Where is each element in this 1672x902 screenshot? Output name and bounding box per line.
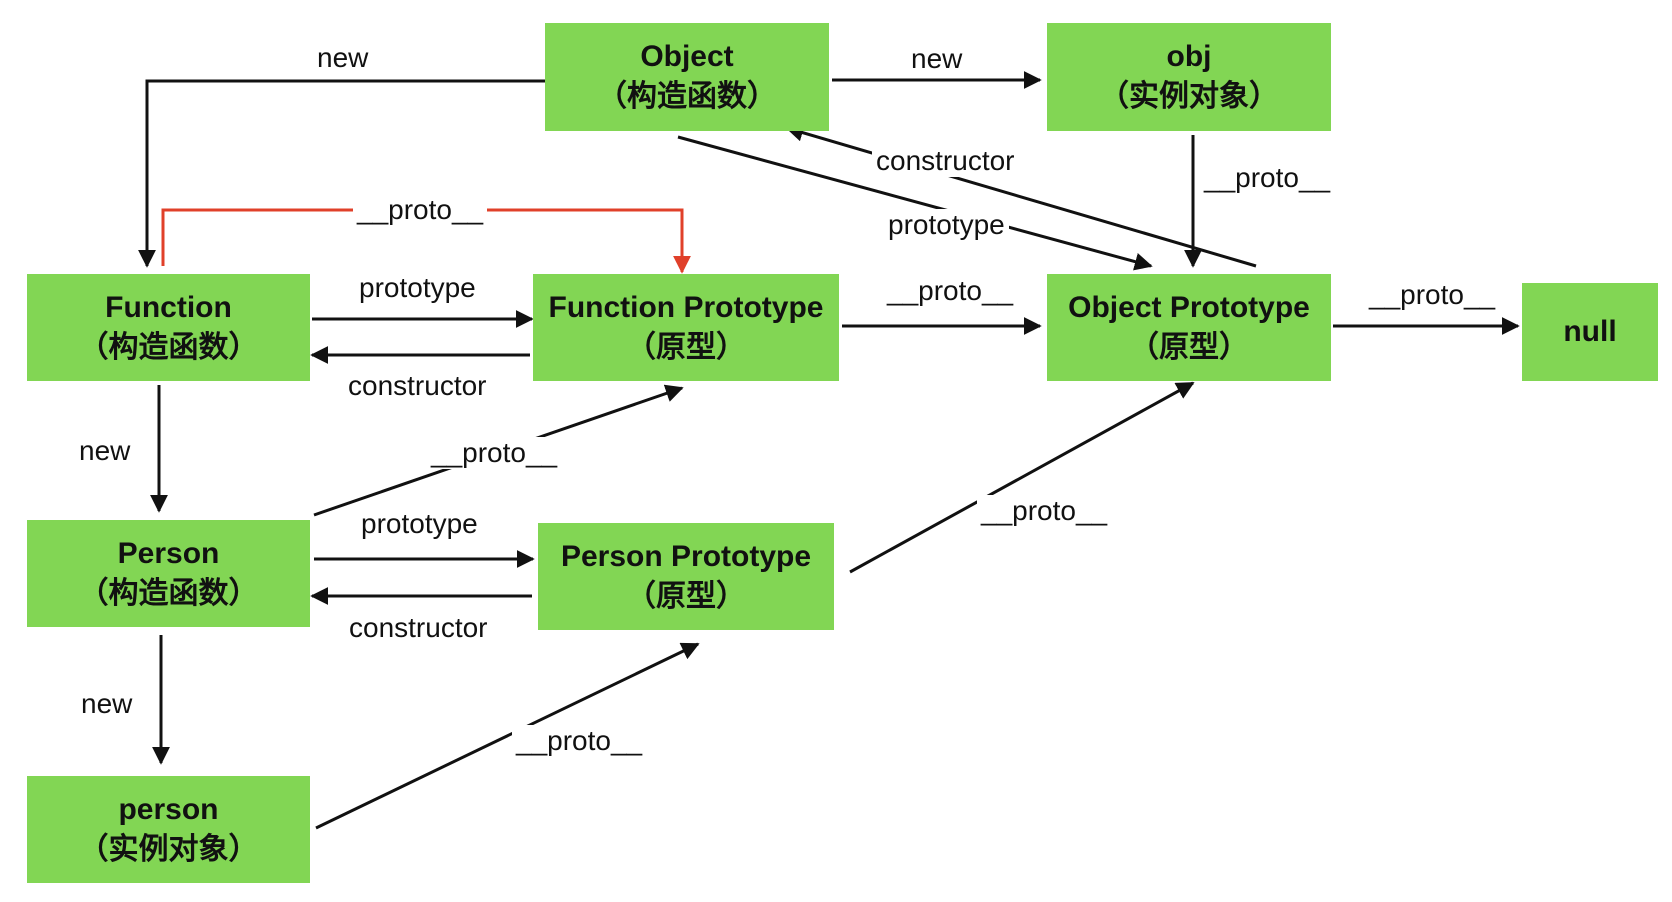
label-person-new-instance: new (77, 688, 137, 720)
node-obj-instance: obj （实例对象） (1047, 23, 1331, 131)
node-person-instance: person （实例对象） (27, 776, 310, 883)
node-name: Function Prototype (548, 290, 824, 324)
node-name: null (1563, 315, 1617, 348)
label-object-new-obj: new (907, 43, 967, 75)
node-object-prototype: Object Prototype （原型） (1047, 274, 1331, 381)
label-instance-proto-personproto: __proto__ (512, 725, 647, 757)
label-person-proto-funcproto: __proto__ (427, 437, 562, 469)
node-subtitle: （原型） (1129, 330, 1249, 364)
node-subtitle: （构造函数） (597, 80, 777, 113)
node-function-constructor: Function （构造函数） (27, 274, 310, 381)
label-function-proto-funcproto: __proto__ (353, 194, 488, 226)
node-subtitle: （构造函数） (78, 330, 259, 364)
node-object-constructor: Object （构造函数） (545, 23, 829, 131)
node-subtitle: （实例对象） (78, 832, 259, 866)
edge-object-new-function (138, 79, 545, 268)
label-personproto-proto-objproto: __proto__ (977, 495, 1112, 527)
edge-objproto-constructor-object (785, 123, 1257, 268)
edge-instance-proto-personproto (315, 642, 700, 830)
node-name: Person Prototype (560, 539, 812, 573)
label-objproto-proto-null: __proto__ (1365, 279, 1500, 311)
label-object-prototype-objproto: prototype (884, 209, 1009, 241)
node-subtitle: （构造函数） (78, 576, 259, 610)
edge-personproto-proto-objproto (849, 381, 1195, 574)
edge-object-prototype-objproto (677, 135, 1153, 271)
node-function-prototype: Function Prototype （原型） (533, 274, 839, 381)
node-subtitle: （原型） (626, 579, 746, 613)
label-person-prototype: prototype (357, 508, 482, 540)
node-name: Function (105, 290, 232, 324)
node-person-constructor: Person （构造函数） (27, 520, 310, 627)
label-obj-proto-objproto: __proto__ (1200, 162, 1335, 194)
node-name: Object Prototype (1068, 290, 1310, 324)
label-object-new-function: new (313, 42, 373, 74)
node-person-prototype: Person Prototype （原型） (538, 523, 834, 630)
label-personproto-constructor: constructor (345, 612, 492, 644)
node-name: Object (640, 40, 734, 73)
label-function-prototype: prototype (355, 272, 480, 304)
node-name: Person (117, 536, 220, 570)
node-name: person (118, 792, 219, 826)
label-function-new-person: new (75, 435, 135, 467)
node-subtitle: （原型） (626, 330, 746, 364)
node-subtitle: （实例对象） (1099, 80, 1279, 113)
node-null: null (1522, 283, 1658, 381)
label-funcproto-constructor: constructor (344, 370, 491, 402)
label-funcproto-proto-objproto: __proto__ (883, 275, 1018, 307)
node-name: obj (1166, 40, 1212, 73)
label-objproto-constructor-object: constructor (872, 145, 1019, 177)
